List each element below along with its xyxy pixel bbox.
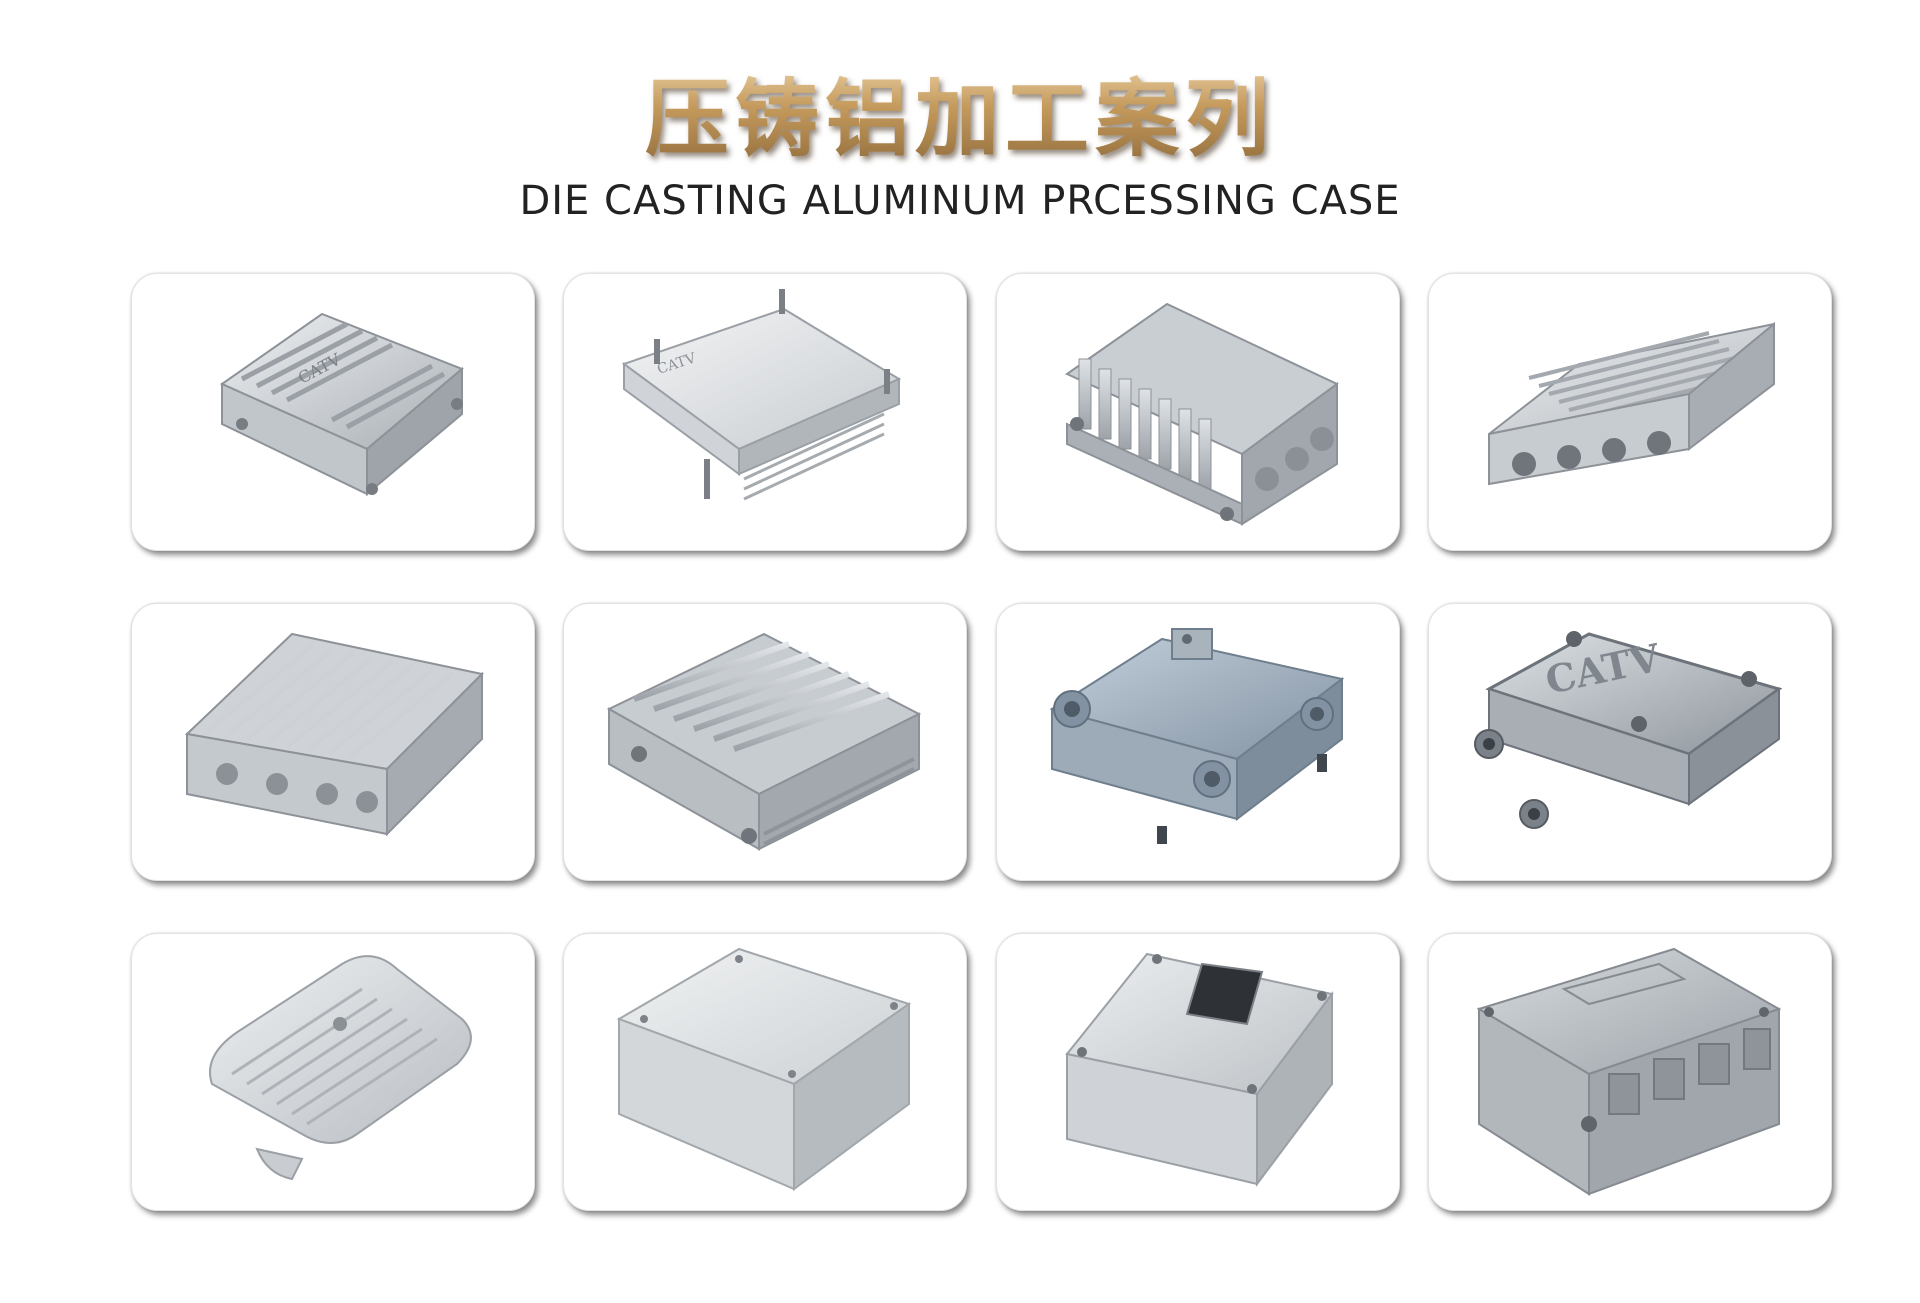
gallery-card-1[interactable]: CATV	[131, 273, 535, 551]
blue-splitter-box-image	[1049, 628, 1345, 844]
box-with-window-image	[1065, 952, 1334, 1187]
finned-enclosure-image: CATV	[219, 312, 464, 497]
page-subtitle: DIE CASTING ALUMINUM PRCESSING CASE	[519, 178, 1401, 224]
gallery-card-8[interactable]: CATV	[1428, 603, 1832, 881]
flat-lid-enclosure-image: CATV	[621, 289, 902, 501]
gallery-card-3[interactable]	[996, 273, 1400, 551]
catv-tap-housing-image: CATV	[1474, 631, 1783, 829]
box-with-hinges-image	[1476, 947, 1782, 1196]
page-title: 压铸铝加工案列	[0, 52, 1920, 173]
gallery-card-7[interactable]	[996, 603, 1400, 881]
gallery-card-11[interactable]	[996, 933, 1400, 1211]
double-fin-housing-image	[606, 632, 922, 851]
vertical-fin-housing-image	[1064, 302, 1339, 526]
gallery-card-2[interactable]: CATV	[563, 273, 967, 551]
gallery-card-5[interactable]	[131, 603, 535, 881]
diagonal-fin-housing-image	[1488, 321, 1775, 486]
gallery-card-4[interactable]	[1428, 273, 1832, 551]
plain-rectangular-box-image	[616, 947, 912, 1191]
gallery-card-6[interactable]	[563, 603, 967, 881]
heatsink-housing-image	[184, 632, 485, 837]
gallery-card-12[interactable]	[1428, 933, 1832, 1211]
rounded-striped-cover-image	[209, 955, 472, 1181]
gallery-card-9[interactable]	[131, 933, 535, 1211]
gallery-card-10[interactable]	[563, 933, 967, 1211]
